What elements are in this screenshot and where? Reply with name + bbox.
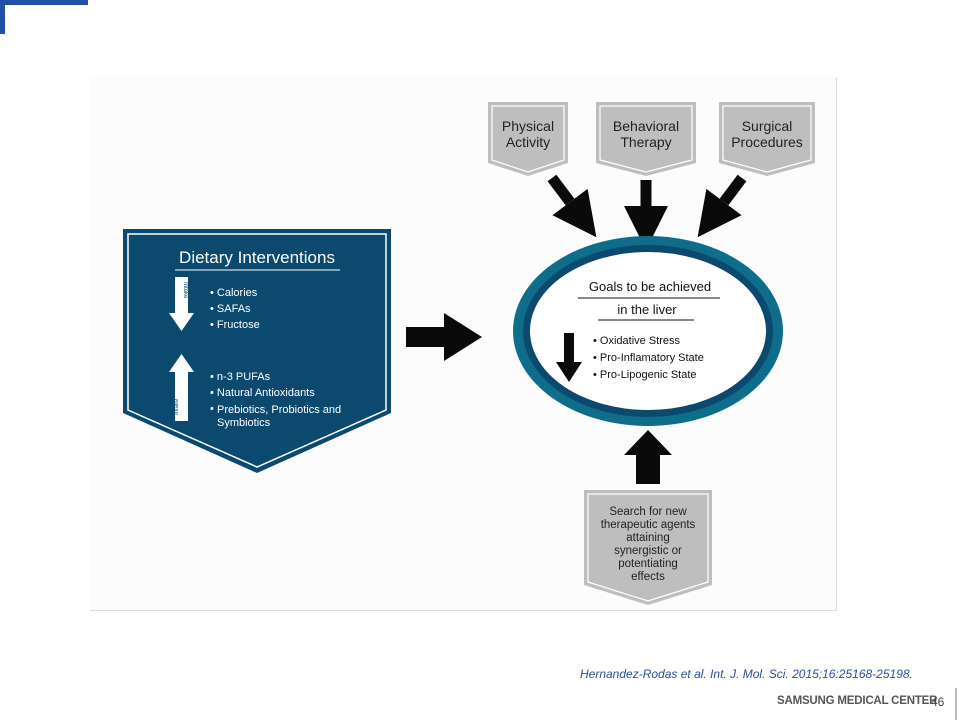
dietary-title: Dietary Interventions [179,248,335,267]
search-new-agents-box: Search for new therapeutic agents attain… [584,490,712,605]
search-box-line: potentiating [618,558,677,570]
increase-intake-arrow-icon: Intake [169,354,194,421]
decrease-item: • Calories [210,287,258,299]
top-box-line1: Surgical [742,118,793,134]
corner-accent-bar [0,0,88,5]
top-box-line1: Behavioral [613,118,679,134]
search-box-line: attaining [626,532,669,544]
goal-item: • Pro-Lipogenic State [593,369,697,381]
right-arrow-icon [406,313,482,361]
diagram-svg: Dietary Interventions Intake • Calories … [123,102,815,605]
goal-item: • Pro-Inflamatory State [593,352,704,364]
search-box-line: Search for new [609,506,687,518]
corner-accent-stub [0,0,5,34]
increase-item: Prebiotics, Probiotics and [217,404,341,416]
top-box-surgical-procedures: Surgical Procedures [719,102,815,176]
increase-item: Symbiotics [217,417,271,429]
brand-logo-text: SAMSUNG MEDICAL CENTER [777,695,938,707]
goals-title-line1: Goals to be achieved [589,279,711,294]
increase-item: • n-3 PUFAs [210,371,271,383]
search-box-line: effects [631,571,665,583]
top-box-line2: Therapy [620,134,671,150]
top-box-physical-activity: Physical Activity [488,102,568,176]
top-box-line2: Activity [506,134,550,150]
goal-item: • Oxidative Stress [593,335,680,347]
goals-title-line2: in the liver [617,302,677,317]
increase-intake-label: Intake [174,398,180,415]
figure-panel: Dietary Interventions Intake • Calories … [90,77,837,611]
page-edge-divider [955,688,957,720]
top-box-line1: Physical [502,118,554,134]
top-box-line2: Procedures [731,134,803,150]
arrow-up-icon [624,430,672,484]
decrease-item: • SAFAs [210,303,251,315]
arrow-down-left-icon [697,174,747,238]
arrow-down-right-icon [547,174,597,238]
search-box-line: synergistic or [614,545,682,557]
dietary-interventions-panel: Dietary Interventions Intake • Calories … [123,229,391,473]
decrease-intake-label: Intake [182,282,188,299]
top-box-behavioral-therapy: Behavioral Therapy [596,102,696,176]
decrease-item: • Fructose [210,319,260,331]
search-box-line: therapeutic agents [601,519,696,531]
page-number: 46 [931,695,945,709]
increase-item: • Natural Antioxidants [210,387,315,399]
decrease-arrow-icon [556,333,582,382]
citation-text: Hernandez-Rodas et al. Int. J. Mol. Sci.… [580,667,913,681]
decrease-intake-arrow-icon: Intake [169,277,194,331]
goals-ellipse: Goals to be achieved in the liver • Oxid… [513,236,783,426]
bullet-glyph: • [210,403,214,415]
